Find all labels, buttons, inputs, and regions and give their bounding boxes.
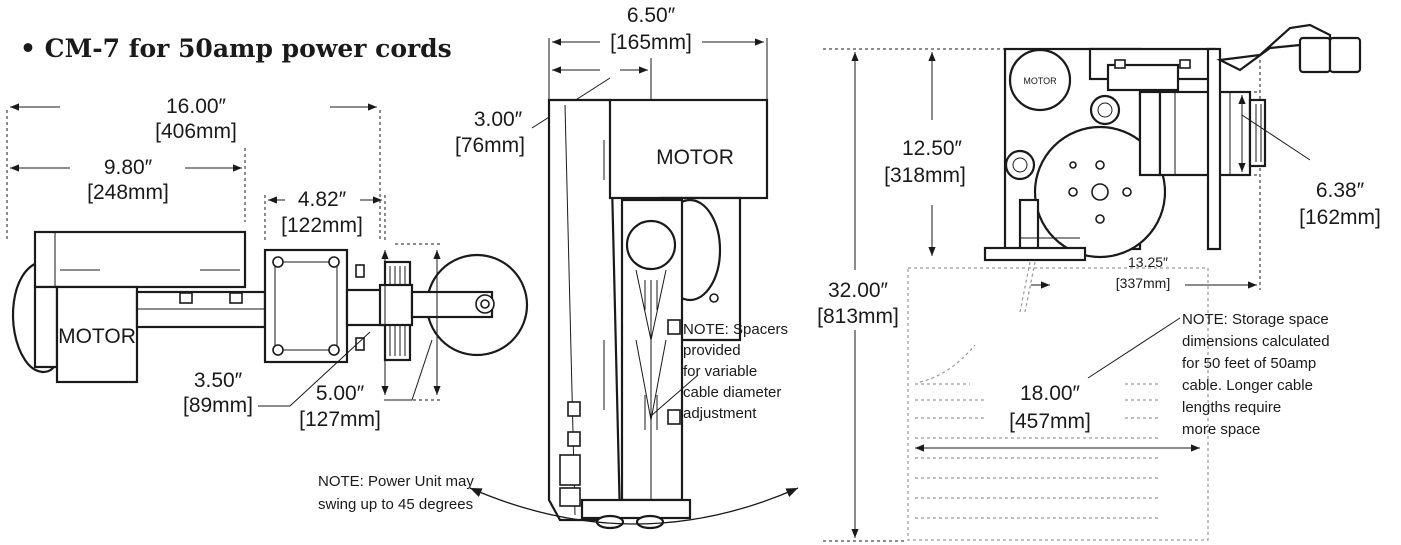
- motor-housing: [33, 230, 247, 289]
- mount-bracket: [263, 248, 349, 364]
- dim-top-in: 6.50″: [627, 4, 676, 27]
- drawing-title: • CM-7 for 50amp power cords: [20, 34, 452, 63]
- dim-width-mm: [89mm]: [183, 394, 253, 417]
- dim-partial-mm: [248mm]: [87, 181, 169, 204]
- dim-height-mm: [318mm]: [884, 164, 966, 187]
- dim-overall-in: 16.00″: [166, 95, 227, 118]
- dim-storage-mm: [457mm]: [1009, 410, 1091, 433]
- note-storage: NOTE: Storage space dimensions calculate…: [1182, 311, 1334, 438]
- dim-total-in: 32.00″: [828, 279, 889, 302]
- dim-wheel-in: 5.00″: [316, 382, 365, 405]
- dim-overall-mm: [406mm]: [155, 120, 237, 143]
- dim-side-mm: [162mm]: [1299, 206, 1381, 229]
- dim-storage-in: 18.00″: [1020, 382, 1081, 405]
- motor-label-mid: MOTOR: [656, 146, 734, 169]
- dim-depth-mm: [337mm]: [1116, 275, 1170, 291]
- dim-total-mm: [813mm]: [817, 305, 899, 328]
- dim-arm-mm: [122mm]: [281, 214, 363, 237]
- note-spacers: NOTE: Spacers provided for variable cabl…: [683, 321, 792, 422]
- dim-side-in: 6.38″: [1316, 179, 1365, 202]
- dim-width-in: 3.50″: [194, 369, 243, 392]
- dim-height-in: 12.50″: [902, 137, 963, 160]
- left-view: 16.00″ [406mm] 9.80″ [248mm] 4.82″ [122m…: [6, 95, 529, 431]
- middle-view: 6.50″ [165mm] 3.00″ [76mm] MOTOR: [318, 4, 799, 530]
- storage-space-outline: [907, 267, 1209, 541]
- dim-top-mm: [165mm]: [610, 31, 692, 54]
- motor-box: [608, 98, 769, 200]
- dim-offset-in: 3.00″: [474, 108, 523, 131]
- side-plate: [547, 98, 622, 522]
- note-swing: NOTE: Power Unit may swing up to 45 degr…: [318, 473, 478, 513]
- dim-wheel-mm: [127mm]: [299, 408, 381, 431]
- dim-depth-in: 13.25″: [1128, 254, 1168, 270]
- right-view: 32.00″ [813mm] 12.50″ [318mm] MOTOR: [817, 23, 1381, 542]
- motor-block: [55, 285, 139, 384]
- motor-label-right: MOTOR: [1023, 76, 1057, 86]
- motor-label: MOTOR: [58, 325, 136, 348]
- dim-offset-mm: [76mm]: [455, 134, 525, 157]
- dim-partial-in: 9.80″: [104, 156, 153, 179]
- motor-circle: [1008, 48, 1072, 112]
- dim-arm-in: 4.82″: [298, 188, 347, 211]
